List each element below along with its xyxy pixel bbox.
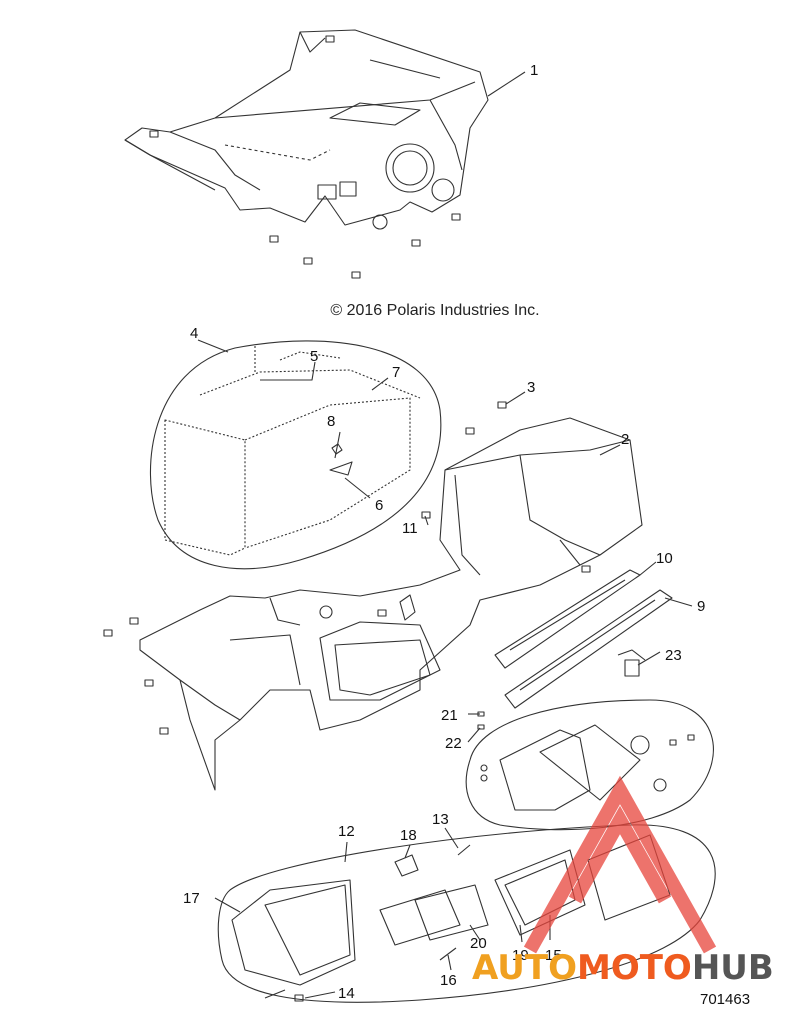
callout-8: 8 (327, 413, 335, 430)
callout-18: 18 (400, 827, 417, 844)
callout-labels: 1 2 3 4 5 6 7 8 9 10 11 12 13 14 15 16 1… (183, 62, 705, 1002)
watermark-text: AUTOMOTOHUB (472, 948, 774, 988)
callout-1: 1 (530, 62, 538, 79)
trim-panels (494, 569, 673, 709)
callout-23: 23 (665, 647, 682, 664)
callout-19: 19 (512, 947, 529, 964)
callout-20: 20 (470, 935, 487, 952)
watermark-part-3: HUB (691, 948, 774, 988)
callout-9: 9 (697, 598, 705, 615)
upper-dash-panel (124, 29, 489, 279)
callout-10: 10 (656, 550, 673, 567)
watermark-logo (523, 775, 717, 954)
callout-21: 21 (441, 707, 458, 724)
watermark-part-1: AUTO (472, 948, 577, 988)
leader-lines (197, 71, 693, 999)
callout-11: 11 (402, 520, 418, 537)
detail-bubble-4 (149, 340, 442, 570)
callout-7: 7 (392, 364, 400, 381)
callout-3: 3 (527, 379, 535, 396)
switch-23 (617, 649, 646, 677)
callout-13: 13 (432, 811, 449, 828)
callout-16: 16 (440, 972, 457, 989)
lower-dash-panel (103, 401, 643, 791)
callout-5: 5 (310, 348, 318, 365)
copyright-text: © 2016 Polaris Industries Inc. (330, 302, 540, 319)
callout-6: 6 (375, 497, 383, 514)
watermark-part-2: MOTO (576, 948, 692, 988)
glovebox-detail (465, 699, 714, 831)
callout-2: 2 (621, 431, 629, 448)
plate-number: 701463 (700, 991, 751, 1008)
callout-14: 14 (338, 985, 355, 1002)
callout-17: 17 (183, 890, 200, 907)
callout-22: 22 (445, 735, 462, 752)
callout-12: 12 (338, 823, 355, 840)
callout-4: 4 (190, 325, 198, 342)
callout-15: 15 (545, 947, 562, 964)
